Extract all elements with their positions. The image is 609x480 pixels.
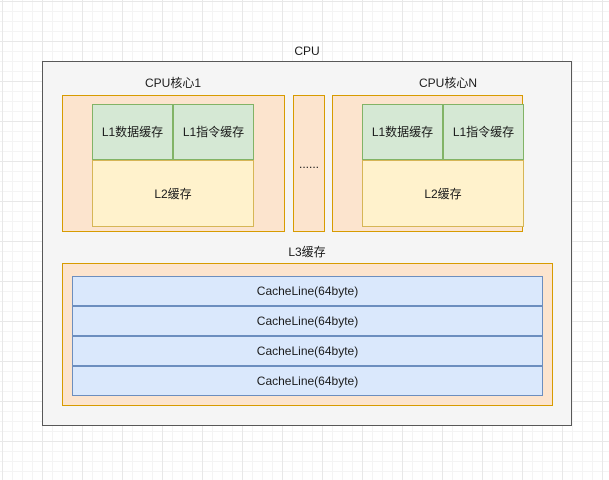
l3-cache-line-3: CacheLine(64byte): [72, 336, 543, 366]
core-1-title-label: CPU核心1: [144, 76, 202, 90]
core-n-title-label: CPU核心N: [418, 76, 478, 90]
l3-title-label: L3缓存: [288, 245, 326, 259]
core-1-l1-instruction-cache-label: L1指令缓存: [182, 125, 245, 139]
core-n-l1-data-cache-label: L1数据缓存: [371, 125, 434, 139]
core-1-l2-cache: L2缓存: [92, 160, 254, 227]
core-n-l1-instruction-cache: L1指令缓存: [443, 104, 524, 160]
core-n-l2-cache-label: L2缓存: [424, 186, 462, 201]
core-1-l1-instruction-cache: L1指令缓存: [173, 104, 254, 160]
cpu-title-label: CPU: [294, 44, 320, 58]
l3-cache-line-4-label: CacheLine(64byte): [256, 374, 359, 388]
l3-cache-line-4: CacheLine(64byte): [72, 366, 543, 396]
l3-cache-line-2-label: CacheLine(64byte): [256, 314, 359, 328]
core-1-l1-data-cache-label: L1数据缓存: [101, 125, 164, 139]
l3-cache-line-1-label: CacheLine(64byte): [256, 284, 359, 298]
core-separator: ......: [293, 95, 325, 232]
core-1-l1-data-cache: L1数据缓存: [92, 104, 173, 160]
l3-cache-line-3-label: CacheLine(64byte): [256, 344, 359, 358]
core-1-l2-cache-label: L2缓存: [154, 186, 192, 201]
core-n-l1-instruction-cache-label: L1指令缓存: [452, 125, 515, 139]
l3-cache-line-1: CacheLine(64byte): [72, 276, 543, 306]
l3-cache-line-2: CacheLine(64byte): [72, 306, 543, 336]
core-separator-label: ......: [298, 156, 319, 171]
core-n-l1-data-cache: L1数据缓存: [362, 104, 443, 160]
core-n-l2-cache: L2缓存: [362, 160, 524, 227]
